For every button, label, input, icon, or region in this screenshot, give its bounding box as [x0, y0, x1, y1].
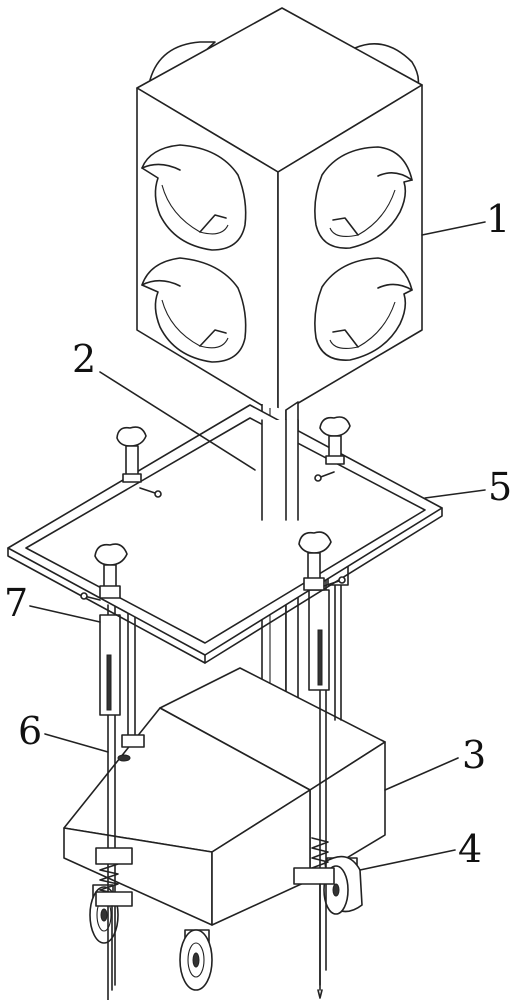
right-face-lamps: [314, 146, 413, 361]
label-6: 6: [18, 709, 42, 753]
post-left-front: [95, 604, 133, 1000]
lamp-upper-left: [141, 144, 247, 251]
part-labels: 1 2 3 4 5 6 7: [4, 197, 512, 871]
lamp-lower-left: [141, 257, 247, 363]
label-5: 5: [488, 465, 512, 509]
knob-right-front: [298, 531, 332, 591]
knob-left-front: [94, 543, 128, 599]
label-2: 2: [72, 337, 96, 381]
lamp-lower-right: [314, 257, 413, 361]
cart-base-body: [63, 667, 386, 926]
label-3: 3: [462, 733, 486, 777]
wheel-right-rear: [323, 855, 363, 915]
knob-left-rear: [116, 426, 147, 483]
label-4: 4: [458, 827, 482, 871]
left-face-lamps: [141, 144, 247, 363]
label-7: 7: [4, 581, 28, 625]
latch-pins: [80, 471, 346, 601]
label-1: 1: [486, 197, 510, 241]
leader-lines: [29, 221, 486, 871]
lamp-upper-right: [314, 146, 413, 249]
post-right-front: [293, 564, 335, 999]
square-frame: [7, 404, 443, 664]
knob-right-rear: [319, 416, 351, 465]
wheel-front-center: [179, 929, 213, 991]
